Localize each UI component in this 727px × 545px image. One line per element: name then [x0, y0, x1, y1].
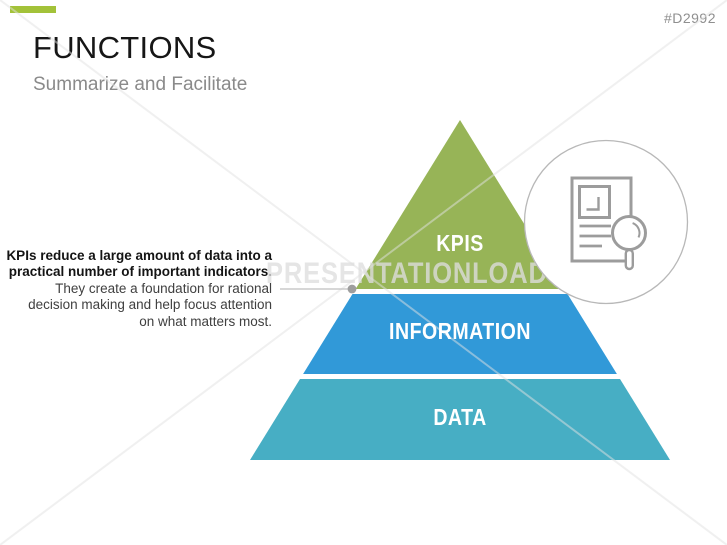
brand-bar [10, 6, 56, 13]
magnifier-handle [624, 248, 634, 271]
description-line: on what matters most. [139, 313, 272, 329]
pyramid-level-information [303, 294, 617, 374]
magnifier-inner-arc [632, 222, 641, 238]
pyramid-label-kpis: KPIS [436, 231, 484, 257]
description-line: practical number of important indicators… [8, 264, 272, 280]
placeholder-corner-mark [586, 197, 600, 211]
pyramid-level-data [250, 379, 670, 460]
connector-dot [347, 284, 357, 294]
watermark-text: PRESENTATIONLOAD [266, 256, 548, 289]
description-line: decision making and help focus attention [28, 297, 272, 313]
product-code: #D2992 [663, 10, 716, 26]
description-text: KPIs reduce a large amount of data into … [2, 248, 272, 330]
document-image-placeholder [578, 185, 611, 219]
pyramid-label-information: INFORMATION [389, 319, 531, 345]
icon-badge [523, 139, 689, 305]
description-line: KPIs reduce a large amount of data into … [6, 248, 272, 263]
magnifier-lens [611, 215, 647, 251]
description-line: They create a foundation for rational [55, 280, 272, 296]
document-magnifier-icon [570, 176, 647, 271]
pyramid-label-data: DATA [433, 405, 486, 431]
pyramid-level-kpis [355, 120, 565, 289]
page-subtitle: Summarize and Facilitate [33, 74, 248, 95]
